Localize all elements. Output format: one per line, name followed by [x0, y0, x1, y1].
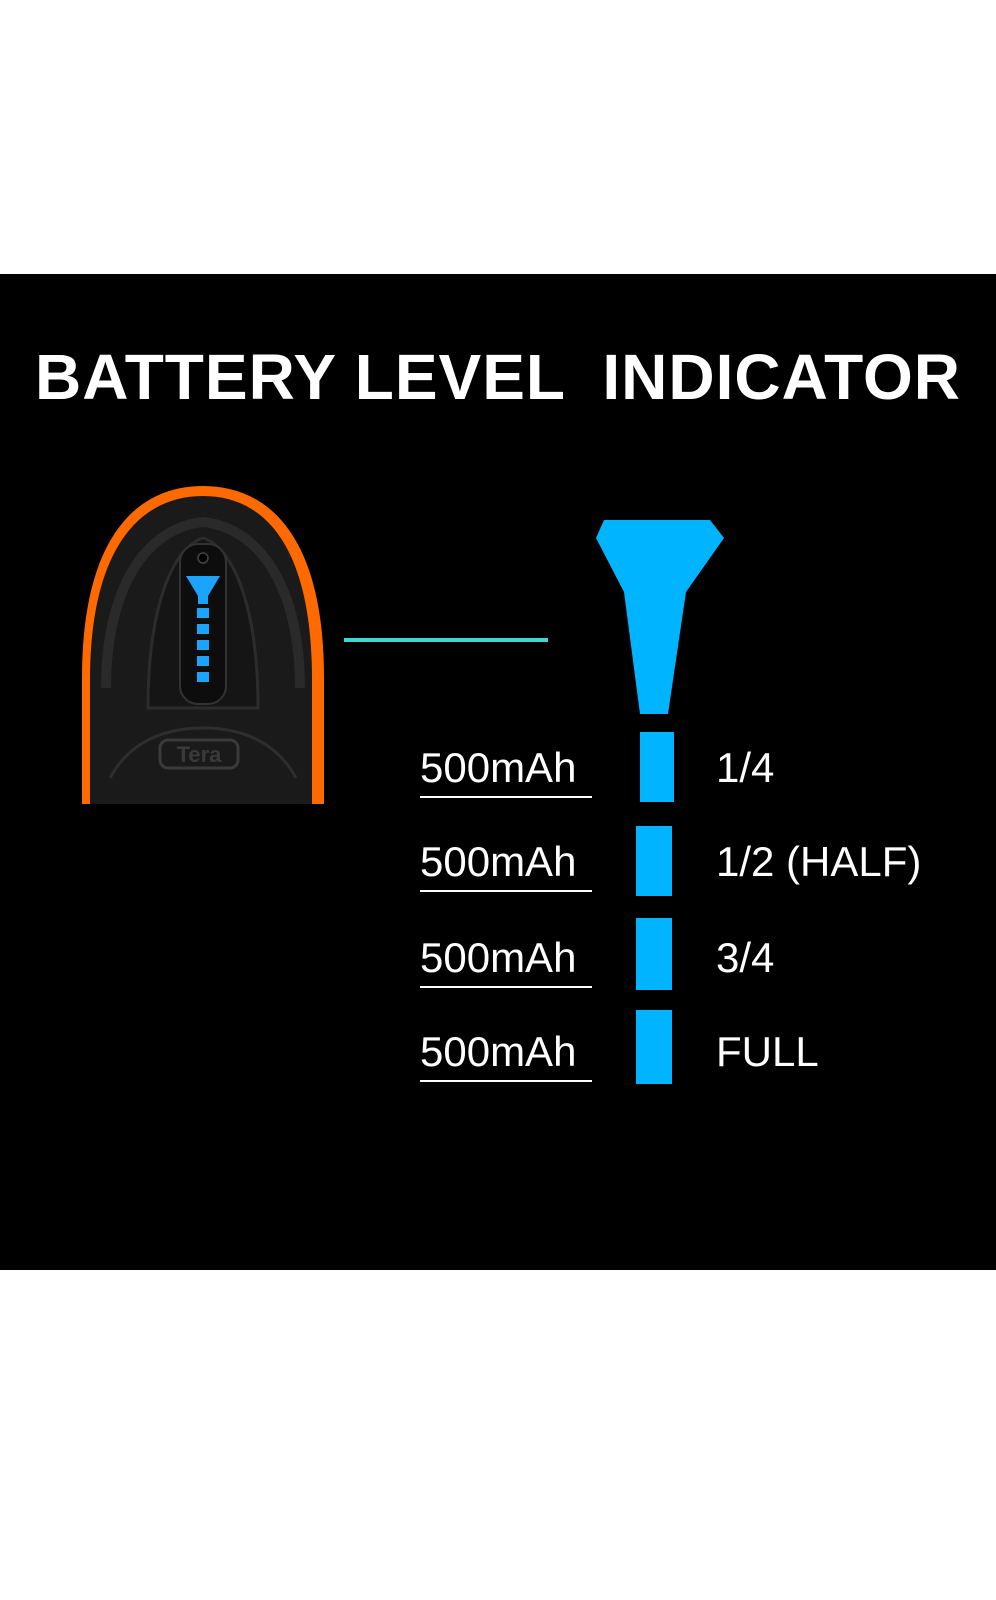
level-label: 1/4	[716, 744, 775, 791]
scanner-device-illustration: Tera	[82, 486, 324, 804]
capacity-label: 500mAh	[420, 934, 592, 988]
level-label: 3/4	[716, 934, 775, 981]
level-label: 1/2 (HALF)	[716, 838, 922, 885]
capacity-label: 500mAh	[420, 744, 592, 798]
brand-logo-text: Tera	[177, 742, 223, 767]
brand-logo-plate	[158, 738, 240, 770]
battery-infographic-panel: BATTERY LEVEL INDICATOR Tera 500mAh 1/4 …	[0, 274, 996, 1270]
led-indicator-graphic	[596, 520, 724, 1084]
capacity-label: 500mAh	[420, 838, 592, 892]
capacity-label: 500mAh	[420, 1028, 592, 1082]
connector-line	[344, 638, 548, 642]
infographic-title: BATTERY LEVEL INDICATOR	[35, 341, 961, 413]
level-label: FULL	[716, 1028, 819, 1075]
